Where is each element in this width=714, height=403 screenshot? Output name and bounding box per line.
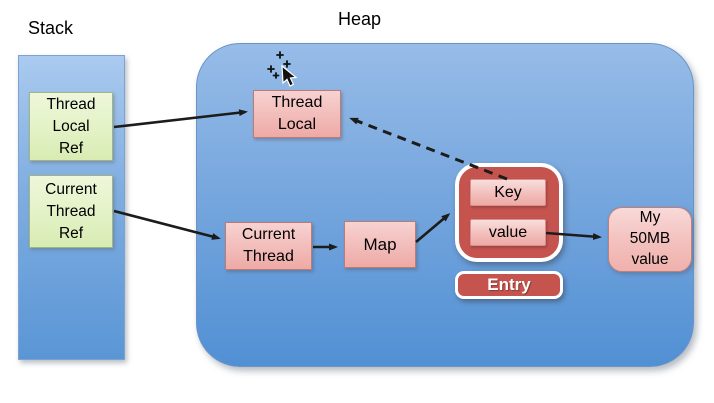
key-label: Key: [494, 183, 522, 201]
stack-title: Stack: [28, 18, 74, 38]
thread-local-ref-label: Thread Local Ref: [46, 95, 96, 157]
entry-label: Entry: [487, 275, 531, 294]
my-50mb-value-box: My 50MB value: [608, 207, 692, 272]
value-box: value: [470, 219, 546, 246]
entry-label-box: Entry: [455, 271, 563, 299]
heap-title: Heap: [338, 9, 382, 29]
thread-local-ref-box: Thread Local Ref: [29, 92, 113, 161]
entry-container: Key value: [455, 163, 563, 262]
my-50mb-value-label: My 50MB value: [629, 209, 671, 268]
current-thread-ref-label: Current Thread Ref: [45, 180, 97, 242]
key-box: Key: [470, 179, 546, 206]
map-box: Map: [344, 221, 416, 268]
thread-local-box: Thread Local: [253, 90, 341, 138]
value-label: value: [488, 223, 528, 241]
current-thread-box: Current Thread: [225, 222, 312, 270]
current-thread-label: Current Thread: [241, 226, 296, 265]
current-thread-ref-box: Current Thread Ref: [29, 175, 113, 248]
thread-local-label: Thread Local: [271, 94, 323, 133]
map-label: Map: [363, 234, 397, 254]
